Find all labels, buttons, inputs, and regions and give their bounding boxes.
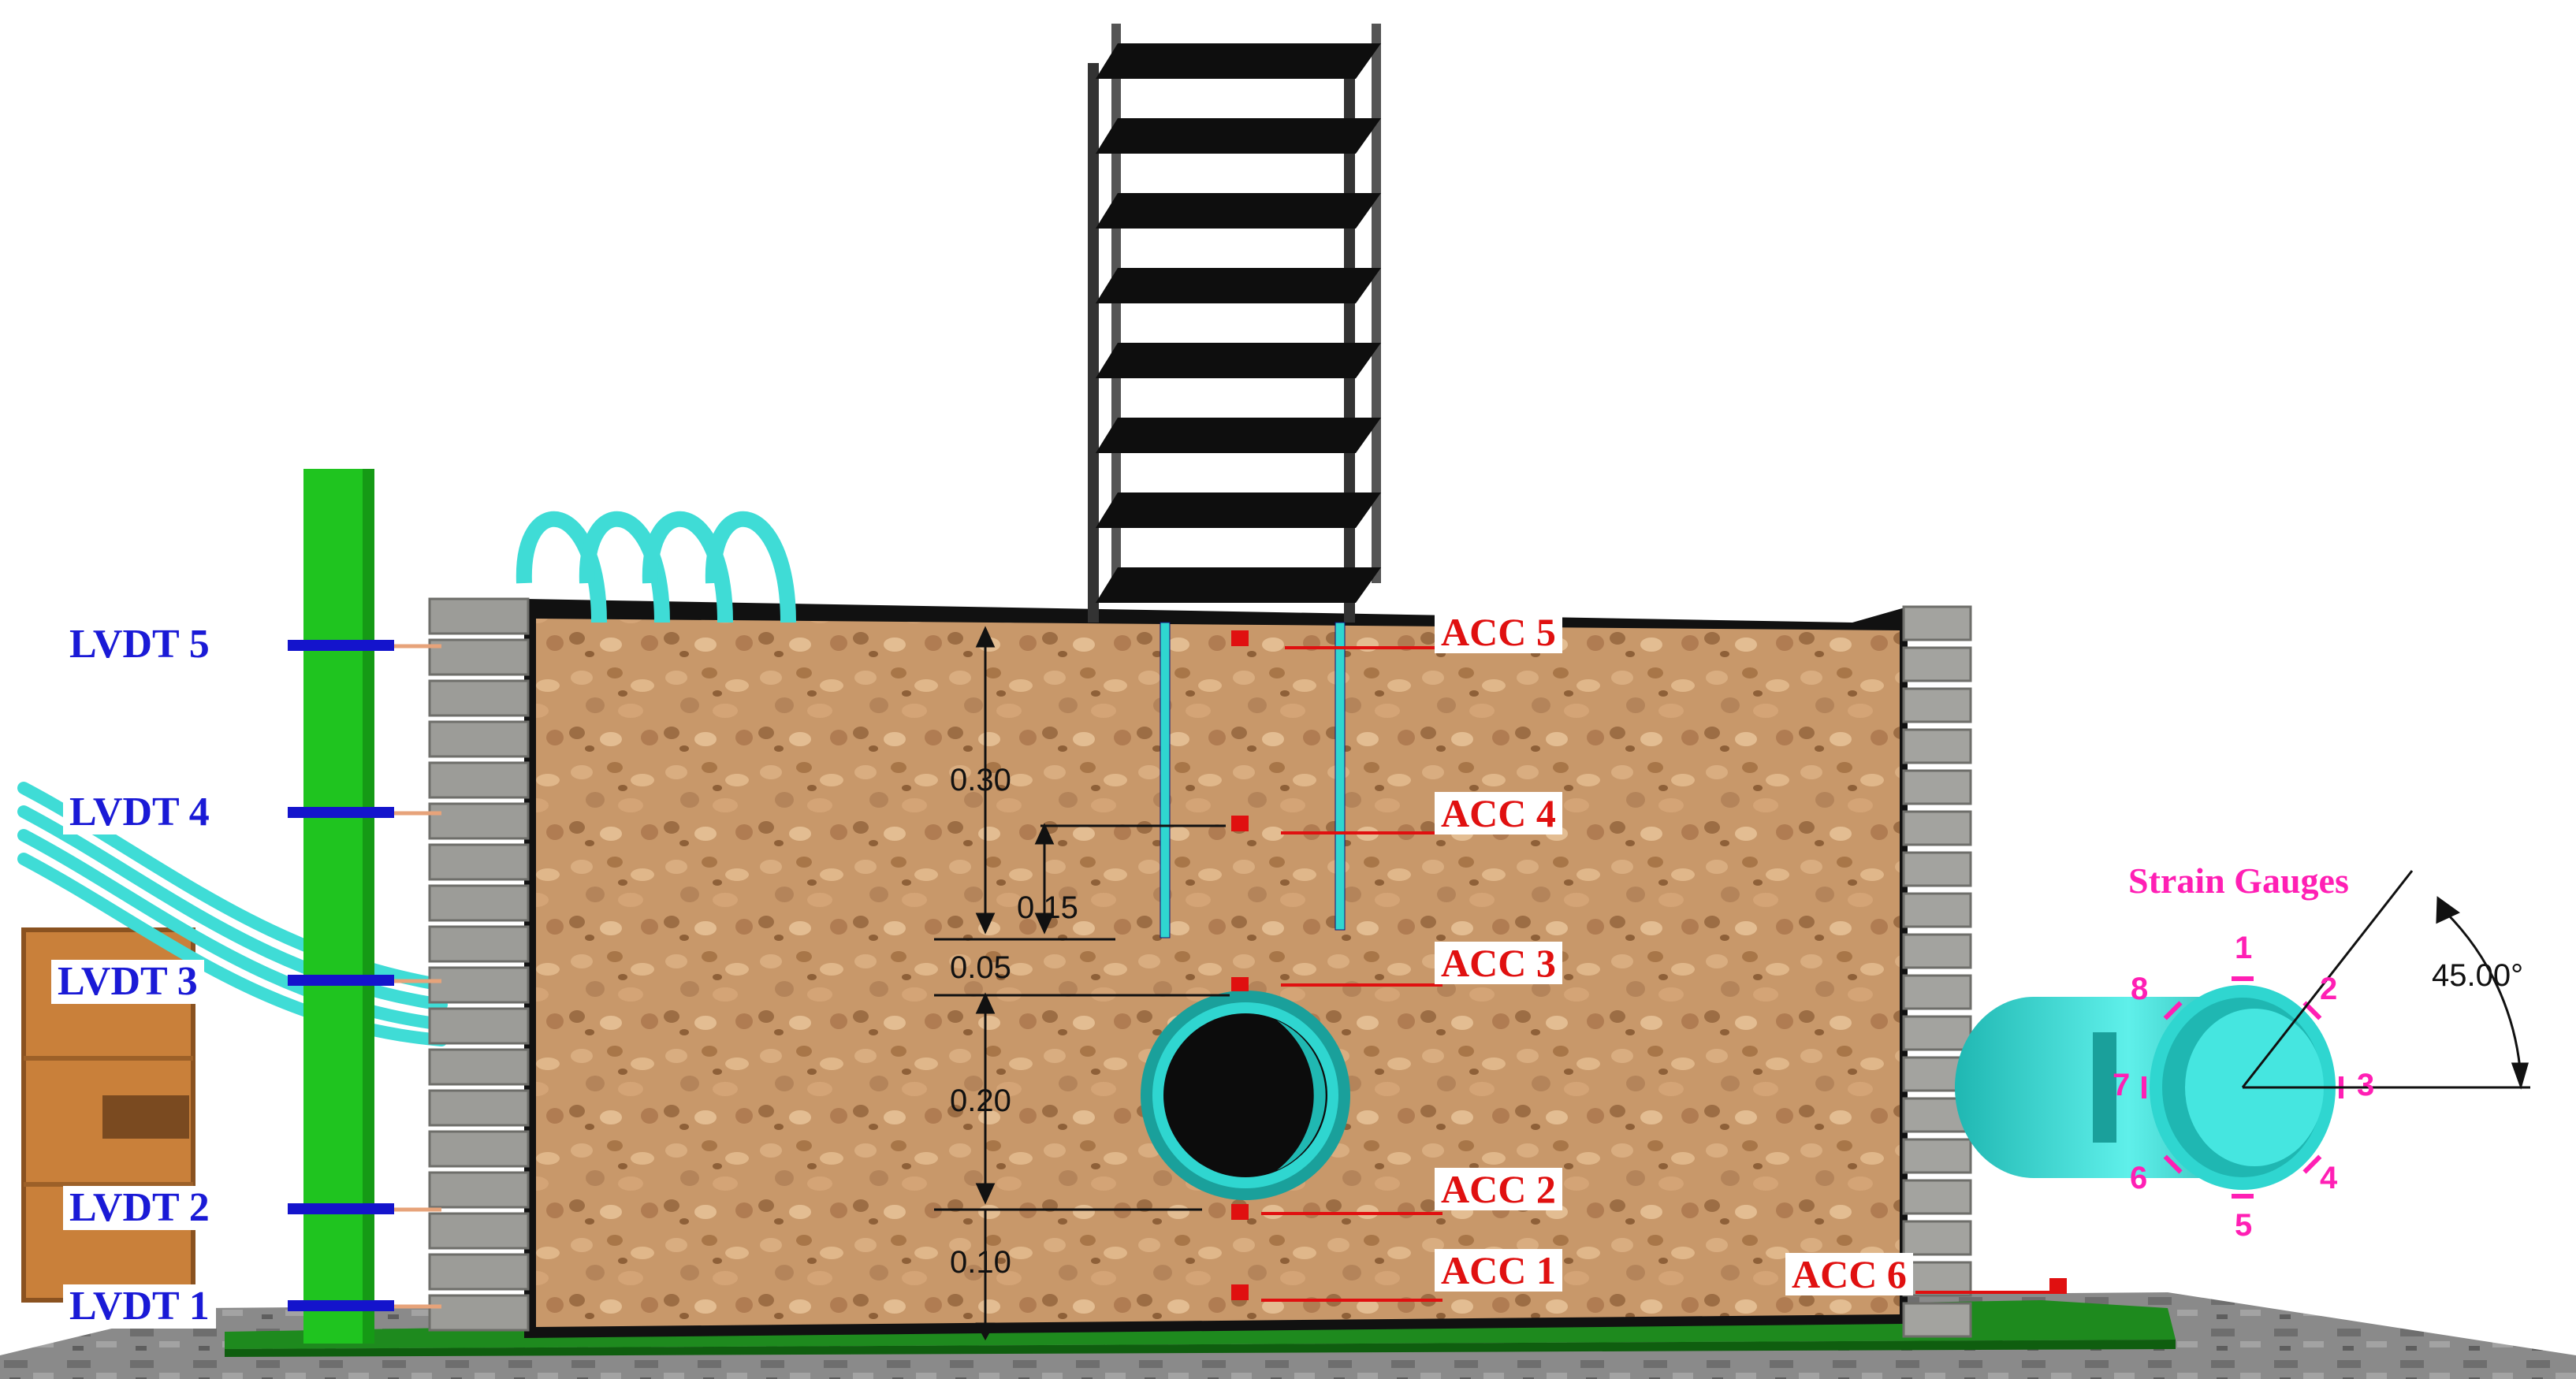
acc3-sensor	[1231, 977, 1249, 991]
laminar-plate	[1902, 810, 1972, 846]
laminar-plate	[1902, 1220, 1972, 1256]
laminar-plate	[428, 679, 530, 717]
building-floor-slab	[1096, 193, 1381, 229]
building-floor-slab	[1096, 418, 1381, 453]
acc4-sensor	[1231, 816, 1249, 831]
laminar-plates-right	[1902, 605, 1972, 1338]
lvdt1-label: LVDT 1	[63, 1284, 216, 1329]
soil-container	[524, 599, 1908, 1338]
lvdt-clamps	[288, 640, 441, 1311]
accelerometers	[1231, 630, 2067, 1300]
laminar-plate	[1902, 851, 1972, 887]
laminar-plate	[428, 884, 530, 922]
laminar-plate	[428, 843, 530, 881]
strain-gauge-mark	[2163, 1154, 2183, 1174]
building-floor-slab	[1096, 492, 1381, 528]
laminar-plate	[428, 761, 530, 799]
gauge-8-label: 8	[2131, 972, 2149, 1006]
strain-gauge-marks	[2142, 976, 2343, 1199]
dim-0-05: 0.05	[950, 950, 1011, 985]
dim-0-10: 0.10	[950, 1245, 1011, 1280]
reaction-frame-column	[303, 469, 374, 1344]
acc6-label: ACC 6	[1785, 1253, 1913, 1295]
building-floor-slab	[1096, 118, 1381, 154]
gauge-4-label: 4	[2320, 1161, 2338, 1195]
acc1-sensor	[1231, 1284, 1249, 1300]
laminar-plate	[1902, 687, 1972, 723]
piles	[1160, 622, 1346, 939]
acc-leader-lines	[1261, 646, 2049, 1302]
gauge-5-label: 5	[2235, 1208, 2253, 1243]
laminar-plate	[428, 1007, 530, 1045]
building-floor-slab	[1096, 43, 1381, 79]
strain-gauge-mark	[2163, 1001, 2183, 1020]
acc5-label: ACC 5	[1435, 611, 1562, 653]
laminar-plate	[428, 1048, 530, 1086]
laminar-plate	[1902, 605, 1972, 641]
strain-gauges-title: Strain Gauges	[2128, 860, 2349, 901]
acc2-sensor	[1231, 1204, 1249, 1220]
building-floor-slab	[1096, 268, 1381, 303]
laminar-plate	[428, 1130, 530, 1168]
acc6-sensor	[2049, 1278, 2067, 1294]
laminar-plate	[1902, 892, 1972, 928]
laminar-plate	[428, 966, 530, 1004]
gauge-1-label: 1	[2235, 931, 2253, 965]
top-hoses	[516, 511, 796, 623]
building-floor-slab	[1096, 343, 1381, 378]
dimension-lines	[934, 626, 1230, 1341]
dim-0-30: 0.30	[950, 763, 1011, 797]
angle-annotation	[2241, 870, 2530, 1090]
laminar-plate	[428, 1212, 530, 1250]
laminar-plate	[428, 925, 530, 963]
lvdt3-label: LVDT 3	[51, 960, 204, 1004]
laminar-plate	[428, 597, 530, 635]
laminar-plate	[428, 638, 530, 676]
dim-0-15: 0.15	[1017, 890, 1078, 925]
acc5-sensor	[1231, 630, 1249, 646]
laminar-plate	[428, 1253, 530, 1291]
building-floor-slab	[1096, 567, 1381, 603]
gauge-6-label: 6	[2130, 1161, 2148, 1195]
laminar-plate	[1902, 1138, 1972, 1174]
laminar-plate	[1902, 769, 1972, 805]
laminar-plate	[1902, 728, 1972, 764]
gauge-7-label: 7	[2113, 1068, 2131, 1102]
laminar-plate	[1902, 933, 1972, 969]
acc1-label: ACC 1	[1435, 1249, 1562, 1292]
laminar-plate	[1902, 1179, 1972, 1215]
building-model	[1088, 24, 1381, 623]
laminar-plate	[428, 1171, 530, 1209]
lvdt4-label: LVDT 4	[63, 790, 216, 834]
laminar-plate	[428, 1089, 530, 1127]
acc3-label: ACC 3	[1435, 942, 1562, 984]
gauge-2-label: 2	[2320, 972, 2338, 1006]
lvdt5-label: LVDT 5	[63, 623, 216, 667]
dim-0-20: 0.20	[950, 1084, 1011, 1118]
acc2-label: ACC 2	[1435, 1168, 1562, 1210]
laminar-plate	[428, 720, 530, 758]
acc4-label: ACC 4	[1435, 792, 1562, 834]
gauge-3-label: 3	[2357, 1068, 2375, 1102]
angle-label: 45.00°	[2432, 958, 2524, 993]
laminar-plate	[1902, 1261, 1972, 1297]
laminar-plate	[1902, 646, 1972, 682]
laminar-plate	[1902, 1015, 1972, 1051]
laminar-plate	[428, 1294, 530, 1332]
strain-gauge-mark	[2302, 1154, 2322, 1174]
lvdt2-label: LVDT 2	[63, 1186, 216, 1230]
tunnel-lining	[1141, 991, 1350, 1200]
laminar-plate	[428, 802, 530, 840]
laminar-plates-left	[428, 597, 530, 1332]
laminar-plate	[1902, 974, 1972, 1010]
laminar-plate	[1902, 1302, 1972, 1338]
